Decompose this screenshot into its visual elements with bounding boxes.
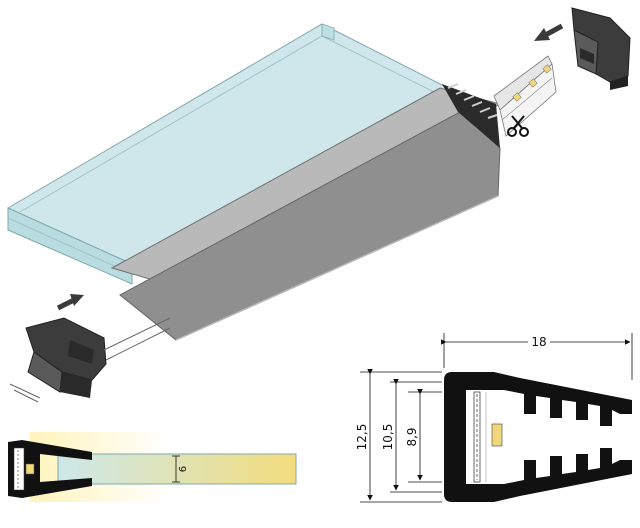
end-cap-right (571, 7, 631, 90)
end-cap-left (9, 317, 171, 403)
profile-side-face (119, 111, 501, 341)
dim-width: 18 (531, 335, 546, 349)
led-chip (491, 423, 503, 447)
glass-section-detail: 6 (8, 432, 297, 502)
glass-shelf (6, 23, 454, 285)
dim-height-channel: 8,9 (405, 427, 419, 446)
dim-height-inner: 10,5 (381, 424, 395, 451)
profile-end-face (442, 84, 500, 148)
technical-cross-section: 18 12,5 10,5 8,9 (355, 333, 633, 503)
dim-height-total: 12,5 (355, 424, 369, 451)
arrow-icon-top (534, 23, 564, 41)
profile-section-shape (444, 372, 632, 502)
glass-panel-section (57, 453, 297, 485)
led-strip-3d (493, 55, 557, 137)
dim-glass-thickness: 6 (178, 466, 189, 472)
aluminium-profile (110, 83, 502, 341)
scissors-icon (507, 115, 529, 137)
mini-profile (8, 440, 92, 498)
arrow-icon-left (56, 294, 84, 311)
